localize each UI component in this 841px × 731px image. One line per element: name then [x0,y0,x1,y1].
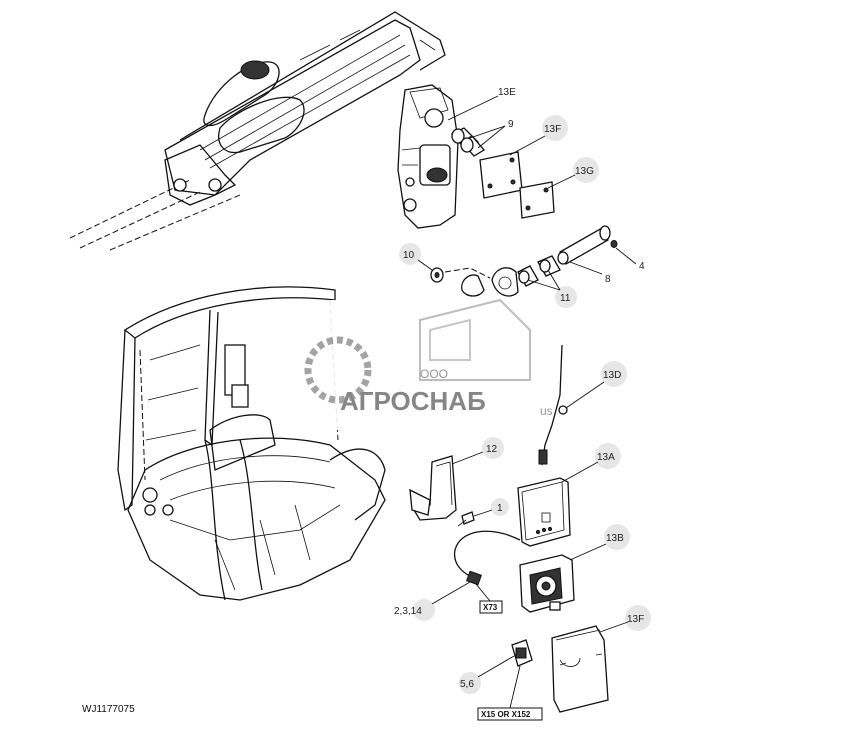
camera-bracket-13e [397,84,459,229]
callout-label: 11 [560,293,571,304]
callout-label: 1 [497,503,503,514]
callout-13d: 13D [565,361,627,409]
boom-assembly [69,11,446,251]
callout-9: 9 [469,119,514,149]
plate-13f-top [479,151,523,199]
watermark-brand: АГРОСНАБ [340,386,486,416]
callout-12: 12 [451,437,504,465]
callout-label: X73 [483,603,498,612]
antenna-13d [538,344,568,466]
camera-13b [519,554,575,613]
callout-label: X15 OR X152 [481,710,531,719]
screw-1 [457,511,475,527]
callout-1: 1 [473,498,509,517]
callout-label: 10 [403,250,415,261]
plate-13g [519,181,555,219]
display-13a [453,477,571,579]
cab-frame [117,286,386,601]
callout-13f-bottom: 13F [599,605,651,633]
callout-label: 8 [605,274,611,285]
connector-plug-x73 [466,570,482,586]
watermark-logo: ООО АГРОСНАБ us [302,298,553,430]
callout-4: 4 [615,247,645,272]
callout-label: 13B [606,533,624,544]
callout-label: 13G [575,166,594,177]
connector-label-x73: X73 [475,583,503,614]
watermark-prefix: ООО [420,367,448,381]
callout-11: 11 [527,269,577,308]
callout-label: 5,6 [460,679,474,690]
callout-10: 10 [399,243,433,271]
callout-2-3-14: 2,3,14 [394,581,471,621]
callout-label: 2,3,14 [394,606,422,617]
mounting-bracket-12 [409,455,457,521]
callout-label: 13D [603,370,621,381]
callout-label: 13E [498,87,516,98]
callout-13e: 13E [447,87,516,121]
callout-5-6: 5,6 [459,655,515,694]
spacers-9 [450,127,485,157]
figure-code: WJ1177075 [82,704,135,715]
callout-8: 8 [569,261,611,285]
watermark-suffix: us [540,404,553,418]
callout-13a: 13A [561,443,621,483]
hinge-parts [430,225,618,297]
relay-5-6 [511,639,533,667]
callout-13f-top: 13F [509,115,568,156]
callout-13g: 13G [547,157,599,189]
callout-label: 4 [639,261,645,272]
callout-label: 9 [508,119,514,130]
callout-label: 13F [627,614,644,625]
cover-13f-bottom [551,625,609,713]
callout-label: 13F [544,124,561,135]
callout-label: 13A [597,452,615,463]
connector-label-x15: X15 OR X152 [477,665,543,721]
callout-label: 12 [486,444,498,455]
callout-13b: 13B [569,524,630,561]
